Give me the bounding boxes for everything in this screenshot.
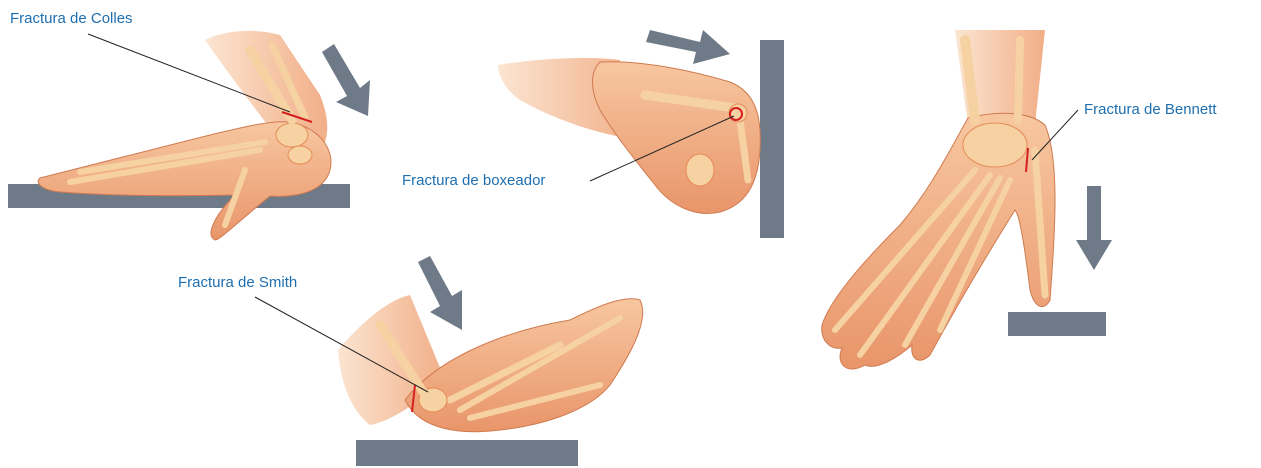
smith-fracture-label: Fractura de Smith <box>178 274 297 291</box>
boxer-panel <box>498 30 784 238</box>
smith-surface <box>356 440 578 466</box>
smith-arrow-icon <box>418 256 462 330</box>
smith-panel <box>255 256 643 466</box>
colles-arrow-icon <box>322 44 370 116</box>
boxer-wall <box>760 40 784 238</box>
colles-panel <box>8 31 370 240</box>
bennett-fracture-label: Fractura de Bennett <box>1084 101 1217 118</box>
boxer-fist <box>593 62 761 214</box>
bennett-surface <box>1008 312 1106 336</box>
colles-fracture-label: Fractura de Colles <box>10 10 133 27</box>
bennett-arrow-icon <box>1076 186 1112 270</box>
boxer-arrow-icon <box>646 30 730 64</box>
bennett-panel <box>822 30 1112 369</box>
boxer-fracture-label: Fractura de boxeador <box>402 172 545 189</box>
